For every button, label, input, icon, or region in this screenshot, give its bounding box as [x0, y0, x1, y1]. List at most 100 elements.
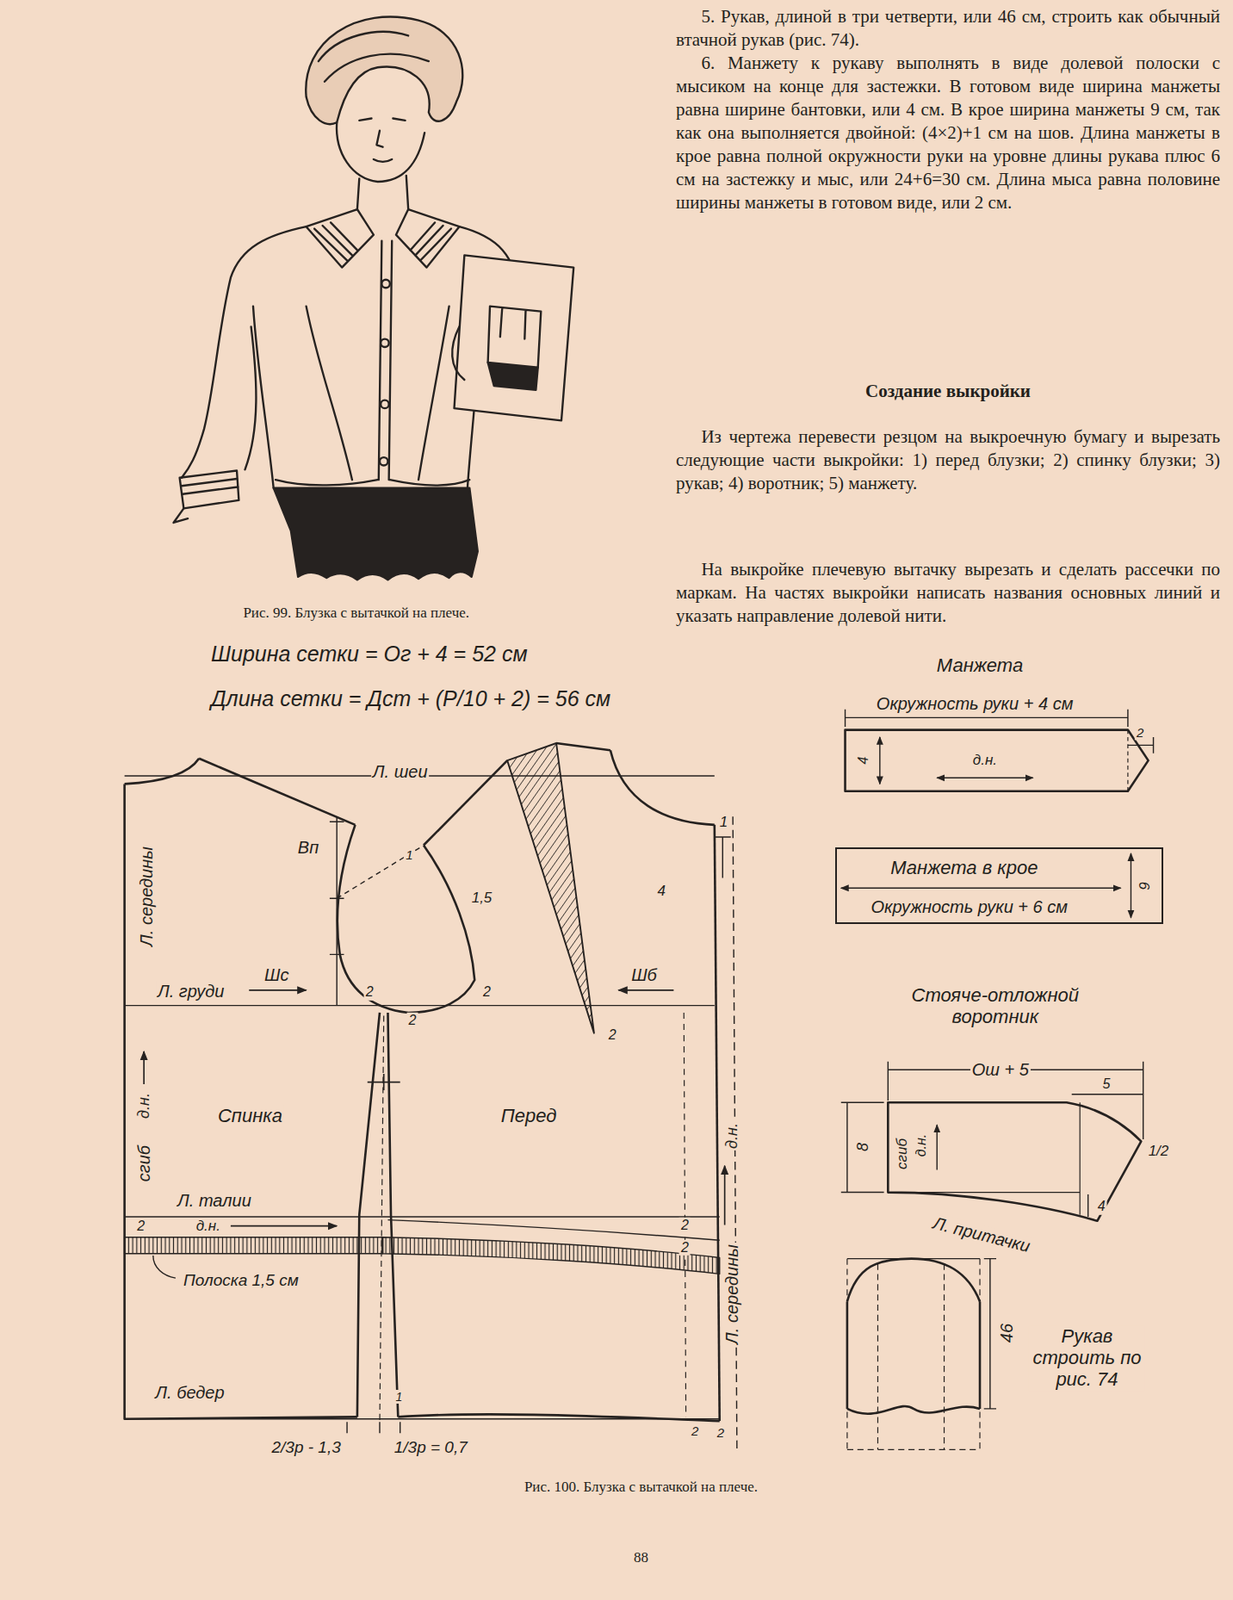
cuff-draft — [1127, 730, 1128, 792]
bodice-draft — [397, 1413, 719, 1421]
bodice-draft — [724, 1165, 726, 1226]
bodice-draft — [124, 758, 200, 785]
draft-label: 1,5 — [470, 889, 495, 907]
bodice-draft — [423, 760, 508, 845]
draft-label: 2 — [715, 1425, 726, 1441]
blouse-illustration — [306, 209, 374, 268]
bodice-draft — [124, 1004, 715, 1006]
sleeve-draft — [847, 1406, 980, 1414]
draft-label: 4 — [655, 882, 667, 900]
blouse-illustration — [452, 326, 465, 380]
blouse-illustration — [379, 457, 388, 465]
bodice-draft — [556, 743, 611, 750]
bodice-draft — [329, 816, 345, 1005]
bodice-draft — [618, 989, 674, 992]
bodice-draft — [387, 1220, 719, 1241]
blouse-illustration — [336, 122, 425, 182]
node-text: д.н. — [913, 1132, 930, 1159]
draft-label: сгиб — [134, 1143, 155, 1184]
draft-label: Шс — [262, 965, 291, 986]
blouse-illustration — [273, 488, 478, 581]
draft-label: 2 — [1134, 725, 1146, 741]
node-text: Перед — [499, 1104, 559, 1127]
bodice-draft — [367, 1073, 401, 1091]
bodice-draft — [683, 1012, 686, 1417]
piece-label: Спинка — [193, 1096, 306, 1136]
collar-draft — [887, 1102, 1080, 1215]
blouse-illustration — [181, 226, 307, 478]
blouse-illustration — [173, 508, 189, 523]
bodice-draft — [357, 1012, 380, 1417]
bodice-draft — [714, 836, 732, 878]
blouse-illustration — [253, 306, 274, 489]
blouse-illustration — [275, 479, 470, 485]
draft-label: 4 — [1096, 1198, 1108, 1215]
bodice-draft — [124, 783, 358, 1419]
sleeve-draft — [847, 1257, 980, 1259]
cuff-draft — [841, 709, 1154, 918]
draft-label: Л. середины — [721, 1242, 742, 1346]
draft-label: 2 — [679, 1239, 691, 1255]
body-paragraph: Из чертежа перевести резцом на выкроечну… — [675, 425, 1221, 496]
sleeve-draft — [847, 1258, 980, 1302]
body-paragraph: 6. Манжету к рукаву выполнять в виде дол… — [675, 51, 1221, 215]
draft-label: 2 — [135, 1217, 147, 1233]
sleeve-draft — [847, 1258, 997, 1450]
blouse-illustration — [181, 478, 238, 495]
collar-draft — [936, 1124, 938, 1170]
sleeve-draft — [847, 1258, 980, 1450]
draft-label: Полоска 1,5 см — [181, 1270, 301, 1290]
bodice-draft — [153, 1255, 176, 1278]
cuff-cut-box: Манжета в кроеОкружность руки + 6 см9 — [835, 847, 1165, 924]
section-heading: Создание выкройки — [865, 380, 1031, 403]
draft-label: д.н. — [135, 1090, 154, 1121]
blouse-illustration — [306, 306, 450, 481]
bodice-draft — [337, 824, 475, 1013]
draft-label: Л. притачки — [929, 1213, 1035, 1258]
cuff-shape: 4д.н. — [845, 730, 1128, 792]
blouse-illustration — [378, 241, 392, 480]
cuff-draft — [936, 777, 1033, 779]
draft-label: Рукав строить по рис. 74 — [1028, 1325, 1145, 1391]
blouse-illustration — [488, 362, 539, 391]
bodice-draft — [198, 758, 355, 825]
draft-label: Ош + 5 — [970, 1059, 1031, 1080]
blouse-illustration — [314, 222, 358, 261]
node-text: Окружность руки + 6 см — [868, 897, 1070, 918]
bodice-draft — [124, 743, 738, 1450]
draft-label: 46 — [996, 1321, 1017, 1345]
draft-label: Шб — [629, 965, 659, 986]
draft-label: 1/3р = 0,7 — [392, 1437, 470, 1457]
draft-label: 1 — [403, 848, 415, 863]
bodice-draft — [142, 1051, 145, 1085]
piece-label: Перед — [479, 1096, 583, 1136]
bodice-draft — [124, 1418, 720, 1419]
draft-label: 5 — [1101, 1076, 1113, 1092]
blouse-illustration — [318, 31, 429, 82]
body-paragraph: На выкройке плечевую вытачку вырезать и … — [675, 557, 1221, 628]
collar-draft — [841, 1102, 885, 1192]
draft-label: 2 — [364, 984, 376, 1000]
blouse-illustration — [380, 339, 389, 347]
node-text: Спинка — [216, 1104, 285, 1127]
blouse-illustration — [396, 209, 459, 268]
blouse-illustration — [359, 118, 405, 162]
draft-label: Л. бедер — [153, 1381, 226, 1402]
blouse-illustration — [454, 254, 575, 421]
draft-label: 2 — [406, 1012, 418, 1029]
bodice-draft — [248, 989, 306, 992]
collar-draft — [1087, 1194, 1089, 1217]
draft-label: Вп — [296, 836, 321, 857]
blouse-illustration — [381, 279, 390, 288]
blouse-illustration — [173, 17, 575, 581]
bodice-draft — [336, 847, 421, 899]
page-text: 88 — [633, 1548, 649, 1567]
draft-label: Л. середины — [136, 844, 156, 948]
draft-label: 2 — [481, 984, 493, 1000]
sleeve-draft — [984, 1258, 997, 1409]
cuff-draft — [845, 730, 1149, 792]
draft-label: Ширина сетки = Ог + 4 = 52 см — [209, 640, 530, 666]
bodice-draft — [383, 1237, 720, 1275]
blouse-illustration — [488, 306, 542, 368]
